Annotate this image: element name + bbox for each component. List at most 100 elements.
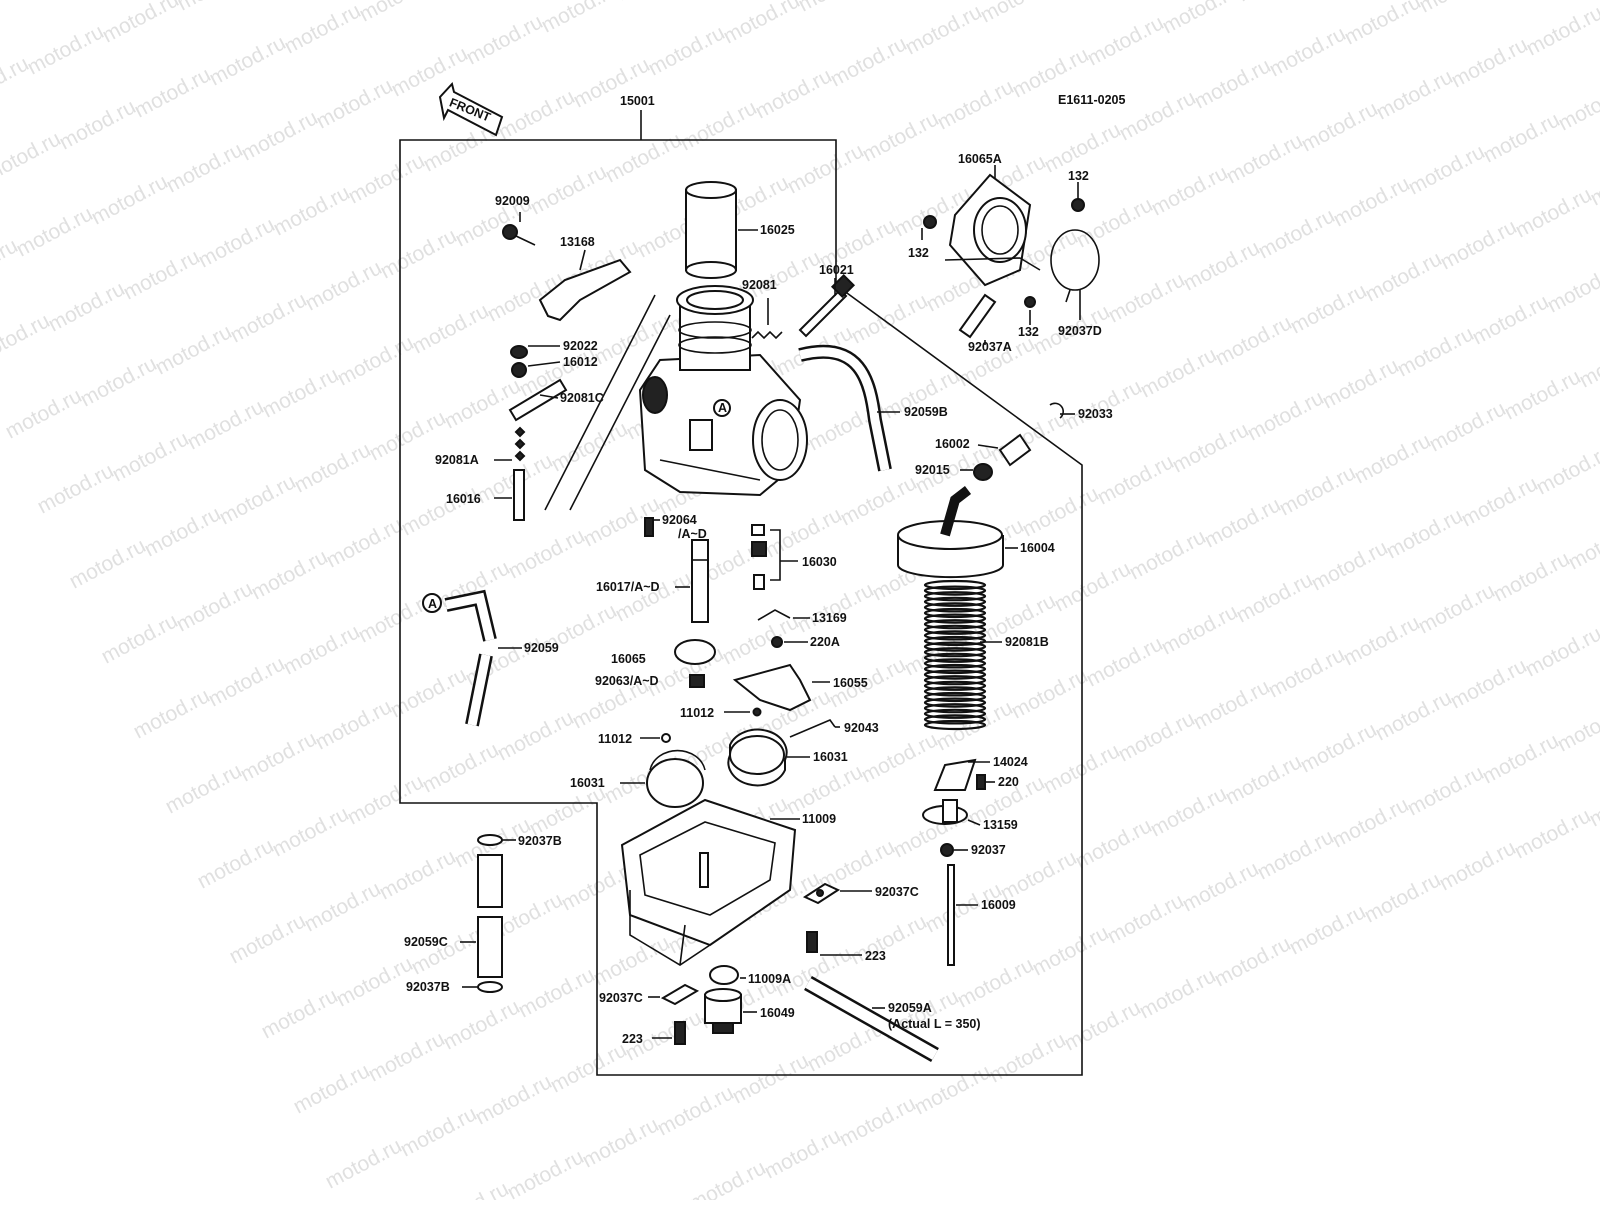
watermark-text: motod.ru xyxy=(827,32,911,91)
label-16025: 16025 xyxy=(760,223,795,237)
watermark-text: motod.ru xyxy=(109,427,193,486)
watermark-text: motod.ru xyxy=(301,877,385,936)
watermark-text: motod.ru xyxy=(0,0,76,4)
carburetor-body xyxy=(638,285,808,497)
watermark-text: motod.ru xyxy=(762,503,846,562)
watermark-text: motod.ru xyxy=(1148,161,1232,220)
watermark-text: motod.ru xyxy=(847,910,931,969)
screw-16016 xyxy=(513,469,525,521)
watermark-text: motod.ru xyxy=(312,695,396,754)
front-arrow: FRONT xyxy=(438,81,504,137)
watermark-text: motod.ru xyxy=(720,0,804,48)
watermark-text: motod.ru xyxy=(1469,290,1553,349)
watermark-text: motod.ru xyxy=(1416,0,1500,17)
spring-92081b xyxy=(923,579,987,731)
watermark-text: motod.ru xyxy=(205,652,289,711)
watermark-text: motod.ru xyxy=(1329,793,1413,852)
watermark-text: motod.ru xyxy=(345,149,429,208)
spring-coil xyxy=(923,602,987,613)
label-16004: 16004 xyxy=(1020,541,1055,555)
watermark-text: motod.ru xyxy=(387,663,471,722)
watermark-text: motod.ru xyxy=(1233,568,1317,627)
watermark-text: motod.ru xyxy=(248,545,332,604)
watermark-text: motod.ru xyxy=(1319,354,1403,413)
watermark-text: motod.ru xyxy=(1158,600,1242,659)
label-16002: 16002 xyxy=(935,437,970,451)
watermark-text: motod.ru xyxy=(579,1113,663,1172)
watermark-text: motod.ru xyxy=(0,0,1,36)
watermark-text: motod.ru xyxy=(1394,322,1478,381)
nut-92022 xyxy=(510,345,528,359)
watermark-text: motod.ru xyxy=(463,10,547,69)
float-bowl-11009 xyxy=(620,798,797,966)
watermark-text: motod.ru xyxy=(34,459,118,518)
label-11012-b: 11012 xyxy=(598,732,632,746)
watermark-text: motod.ru xyxy=(226,909,310,968)
watermark-text: motod.ru xyxy=(1061,996,1145,1055)
label-92037: 92037 xyxy=(971,843,1006,857)
watermark-text: motod.ru xyxy=(270,181,354,240)
watermark-text: motod.ru xyxy=(1234,0,1318,6)
clip-92037b-b xyxy=(477,981,503,993)
watermark-text: motod.ru xyxy=(1223,129,1307,188)
float-16031a xyxy=(727,728,788,787)
watermark-text: motod.ru xyxy=(1169,418,1253,477)
watermark-text: motod.ru xyxy=(1330,172,1414,231)
watermark-text: motod.ru xyxy=(13,202,97,261)
watermark-text: motod.ru xyxy=(0,127,65,186)
watermark-text: motod.ru xyxy=(1298,97,1382,156)
hose-92059c xyxy=(477,854,503,908)
watermark-text: motod.ru xyxy=(1029,921,1113,980)
spring-coil xyxy=(923,708,987,719)
hose-92037a xyxy=(958,293,997,339)
watermark-text: motod.ru xyxy=(98,609,182,668)
watermark-text: motod.ru xyxy=(1265,643,1349,702)
watermark-text: motod.ru xyxy=(419,738,503,797)
watermark-text: motod.ru xyxy=(120,245,204,304)
spring-coil xyxy=(923,658,987,669)
label-92037b-top: 92037B xyxy=(518,834,562,848)
watermark-text: motod.ru xyxy=(1255,204,1339,263)
watermark-text: motod.ru xyxy=(162,759,246,818)
watermark-text: motod.ru xyxy=(1094,450,1178,509)
watermark-text: motod.ru xyxy=(794,578,878,637)
watermark-text: motod.ru xyxy=(1147,782,1231,841)
label-16055: 16055 xyxy=(833,676,868,690)
watermark-text: motod.ru xyxy=(131,63,215,122)
needle-jet-16017 xyxy=(691,539,709,623)
spring-coil xyxy=(923,591,987,602)
watermark-text: motod.ru xyxy=(1501,365,1585,424)
watermark-text: motod.ru xyxy=(1426,397,1510,456)
watermark-text: motod.ru xyxy=(1437,215,1521,274)
watermark-text: motod.ru xyxy=(1373,65,1457,124)
watermark-text: motod.ru xyxy=(1297,718,1381,777)
watermark-text: motod.ru xyxy=(397,1102,481,1161)
label-132-top: 132 xyxy=(1068,169,1089,183)
label-16031-b: 16031 xyxy=(570,776,605,790)
jet-92064 xyxy=(644,517,654,537)
spring-coil xyxy=(923,697,987,708)
watermark-text: motod.ru xyxy=(99,0,183,47)
watermark-text: motod.ru xyxy=(1019,482,1103,541)
label-92059a: 92059A xyxy=(888,1001,932,1015)
watermark-text: motod.ru xyxy=(45,277,129,336)
watermark-text: motod.ru xyxy=(130,684,214,743)
watermark-text: motod.ru xyxy=(1479,729,1563,788)
screw-16021 xyxy=(798,273,856,338)
watermark-text: motod.ru xyxy=(195,213,279,272)
watermark-text: motod.ru xyxy=(1062,375,1146,434)
watermark-text: motod.ru xyxy=(472,1070,556,1129)
watermark-text: motod.ru xyxy=(1008,664,1092,723)
watermark-text: motod.ru xyxy=(238,106,322,165)
watermark-text: motod.ru xyxy=(729,1049,813,1108)
watermark-text: motod.ru xyxy=(784,139,868,198)
label-132-left: 132 xyxy=(908,246,929,260)
spring-coil xyxy=(923,675,987,686)
watermark-text: motod.ru xyxy=(1511,804,1595,863)
watermark-text: motod.ru xyxy=(612,567,696,626)
label-16016: 16016 xyxy=(446,492,481,506)
watermark-text: motod.ru xyxy=(409,299,493,358)
watermark-text: motod.ru xyxy=(1083,632,1167,691)
